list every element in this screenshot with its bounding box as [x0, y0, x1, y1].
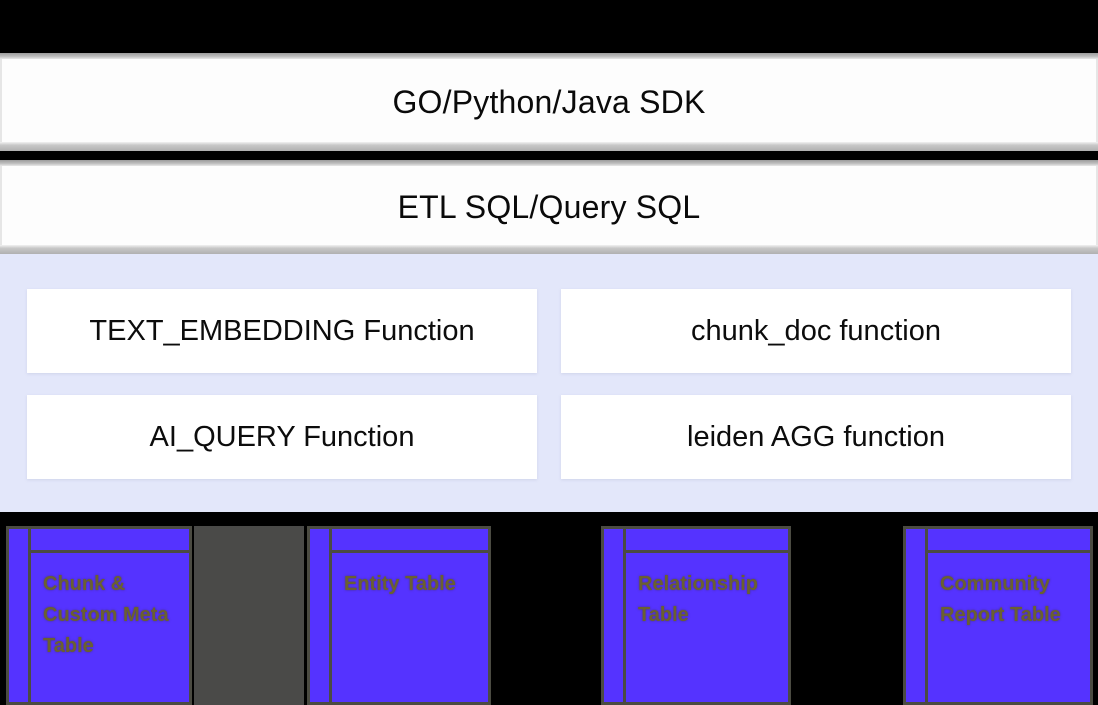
- function-label: leiden AGG function: [687, 420, 945, 453]
- table-label: Chunk & Custom Meta Table: [43, 573, 169, 657]
- table-row-header-column: [604, 529, 626, 702]
- function-layer: TEXT_EMBEDDING Function chunk_doc functi…: [0, 254, 1098, 512]
- function-label: AI_QUERY Function: [149, 420, 415, 453]
- table-label: Community Report Table: [940, 573, 1061, 626]
- table-label: Relationship Table: [638, 573, 759, 626]
- function-label: chunk_doc function: [691, 314, 941, 347]
- sdk-bottom-shadow: [0, 142, 1098, 151]
- function-box-leiden-agg[interactable]: leiden AGG function: [561, 395, 1071, 479]
- sql-label: ETL SQL/Query SQL: [397, 189, 701, 225]
- sql-layer: ETL SQL/Query SQL: [0, 160, 1098, 256]
- table-column-header-row: [928, 529, 1090, 553]
- table-widget-entity[interactable]: Entity Table: [307, 526, 491, 705]
- function-box-ai-query[interactable]: AI_QUERY Function: [27, 395, 537, 479]
- function-label: TEXT_EMBEDDING Function: [89, 314, 475, 347]
- function-box-text-embedding[interactable]: TEXT_EMBEDDING Function: [27, 289, 537, 373]
- sdk-top-shadow: [0, 53, 1098, 59]
- storage-layer: Chunk & Custom Meta Table Entity Table R…: [0, 512, 1098, 705]
- sql-box[interactable]: ETL SQL/Query SQL: [0, 166, 1098, 248]
- function-box-chunk-doc[interactable]: chunk_doc function: [561, 289, 1071, 373]
- table-column-header-row: [626, 529, 788, 553]
- occluding-grey-block: [194, 526, 304, 705]
- sql-bottom-shadow: [0, 245, 1098, 254]
- table-column-header-row: [31, 529, 189, 553]
- table-row-header-column: [906, 529, 928, 702]
- sdk-label: GO/Python/Java SDK: [392, 84, 706, 120]
- table-widget-relationship[interactable]: Relationship Table: [601, 526, 791, 705]
- table-widget-chunk-custom-meta[interactable]: Chunk & Custom Meta Table: [6, 526, 192, 705]
- table-row-header-column: [310, 529, 332, 702]
- sql-top-shadow: [0, 160, 1098, 166]
- sdk-box[interactable]: GO/Python/Java SDK: [0, 59, 1098, 145]
- table-column-header-row: [332, 529, 488, 553]
- table-row-header-column: [9, 529, 31, 702]
- table-widget-community-report[interactable]: Community Report Table: [903, 526, 1093, 705]
- table-label: Entity Table: [344, 573, 456, 595]
- sdk-layer: GO/Python/Java SDK: [0, 53, 1098, 151]
